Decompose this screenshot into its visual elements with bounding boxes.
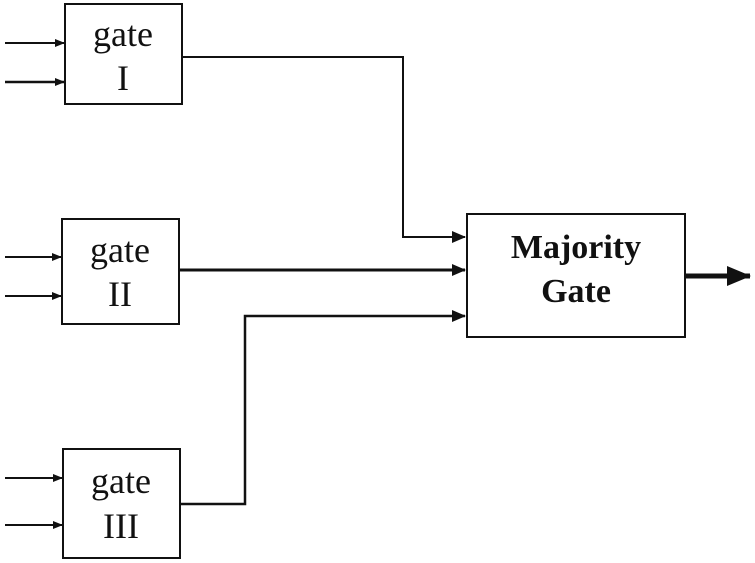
gate-1: gate I [64, 3, 183, 105]
gate-3-label-bottom: III [103, 506, 139, 546]
gate-1-output-wire [183, 56, 466, 243]
majority-gate: Majority Gate [466, 213, 686, 338]
gate-3-box [62, 448, 181, 559]
gate-3-output-wire [181, 310, 466, 506]
gate-1-label-top: gate [93, 14, 153, 54]
majority-gate-label-line1: Majority [511, 229, 641, 266]
gate-2: gate II [61, 218, 180, 325]
gate-2-label-bottom: II [108, 274, 132, 314]
gate-2-box [61, 218, 180, 325]
gate-3-label-top: gate [91, 461, 151, 501]
gate-2-label-top: gate [90, 230, 150, 270]
gate-3: gate III [62, 448, 181, 559]
gate-1-box [64, 3, 183, 105]
gate-1-label-bottom: I [117, 58, 129, 98]
majority-gate-box [466, 213, 686, 338]
majority-gate-label-line2: Gate [541, 273, 611, 310]
